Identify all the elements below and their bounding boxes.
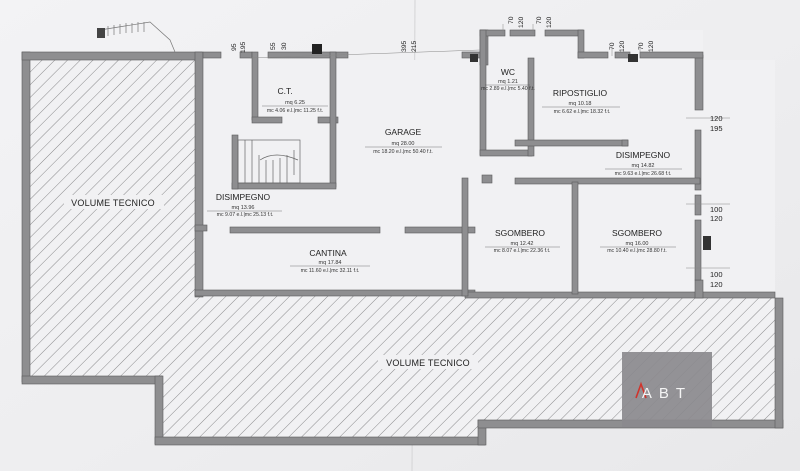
svg-text:195: 195 (240, 41, 247, 53)
svg-text:mc 2.89 e.l.|mc 5.40 f.t.: mc 2.89 e.l.|mc 5.40 f.t. (481, 86, 535, 92)
wall-fixture-right (628, 54, 638, 62)
room-ripostiglio: RIPOSTIGLIO mq 10.18 mc 6.62 e.l.|mc 18.… (542, 88, 620, 115)
svg-text:100: 100 (710, 205, 723, 214)
svg-text:mc 9.07 e.l.|mc 25.13 f.t.: mc 9.07 e.l.|mc 25.13 f.t. (217, 212, 274, 218)
svg-text:70: 70 (508, 16, 515, 24)
svg-text:120: 120 (710, 280, 723, 289)
svg-text:95: 95 (231, 43, 238, 51)
svg-text:mq 16.00: mq 16.00 (626, 241, 649, 247)
interior-staircase (237, 139, 301, 184)
volume-tecnico-bottom-label: VOLUME TECNICO (378, 355, 478, 369)
svg-text:120: 120 (546, 16, 553, 28)
svg-text:55: 55 (270, 42, 277, 50)
room-garage: GARAGE mq 28.00 mc 18.20 e.l.|mc 50.40 f… (365, 127, 442, 155)
chimney (312, 44, 322, 54)
room-ct: C.T. mq 6.25 mc 4.06 e.l.|mc 11.25 f.t. (262, 86, 328, 114)
logo-text: ABT (642, 385, 692, 402)
svg-text:mc 9.63 e.l.|mc 26.68 f.t.: mc 9.63 e.l.|mc 26.68 f.t. (615, 171, 672, 177)
svg-text:mq 28.00: mq 28.00 (392, 141, 415, 147)
svg-text:mq 12.42: mq 12.42 (511, 241, 534, 247)
room-sgombero-mid: SGOMBERO mq 12.42 mc 8.07 e.l.|mc 22.36 … (485, 228, 560, 254)
svg-text:120: 120 (619, 40, 626, 52)
svg-text:SGOMBERO: SGOMBERO (495, 228, 545, 238)
volume-tecnico-hatch (30, 60, 775, 440)
svg-text:mq 6.25: mq 6.25 (285, 100, 305, 106)
svg-text:mc 11.60 e.l.|mc 32.11 f.t.: mc 11.60 e.l.|mc 32.11 f.t. (301, 268, 360, 274)
walls (21, 29, 784, 446)
room-disimpegno-left: DISIMPEGNO mq 13.96 mc 9.07 e.l.|mc 25.1… (207, 192, 282, 218)
svg-text:GARAGE: GARAGE (385, 127, 422, 137)
svg-text:mq 10.18: mq 10.18 (569, 101, 592, 107)
svg-text:mq 13.96: mq 13.96 (232, 205, 255, 211)
svg-text:100: 100 (710, 270, 723, 279)
svg-text:120: 120 (710, 114, 723, 123)
svg-text:mc 10.40 e.l.|mc 28.80 f.t.: mc 10.40 e.l.|mc 28.80 f.t. (607, 248, 667, 254)
svg-text:VOLUME TECNICO: VOLUME TECNICO (386, 358, 470, 368)
svg-text:RIPOSTIGLIO: RIPOSTIGLIO (553, 88, 608, 98)
room-sgombero-right: SGOMBERO mq 16.00 mc 10.40 e.l.|mc 28.80… (600, 228, 676, 254)
svg-text:C.T.: C.T. (277, 86, 292, 96)
svg-text:120: 120 (518, 16, 525, 28)
dimension-lines (249, 24, 730, 269)
wall-fixture (703, 236, 711, 250)
svg-text:195: 195 (710, 124, 723, 133)
room-wc: WC mq 1.21 mc 2.89 e.l.|mc 5.40 f.t. (481, 67, 535, 92)
svg-text:30: 30 (281, 42, 288, 50)
exterior-staircase (99, 21, 176, 53)
svg-text:DISIMPEGNO: DISIMPEGNO (216, 192, 271, 202)
svg-text:mc 4.06 e.l.|mc 11.25 f.t.: mc 4.06 e.l.|mc 11.25 f.t. (267, 108, 323, 114)
wall-fixture-top (470, 54, 478, 62)
svg-text:mc 8.07 e.l.|mc 22.36 f.t.: mc 8.07 e.l.|mc 22.36 f.t. (494, 248, 551, 254)
abt-logo: ABT (622, 352, 712, 427)
svg-text:120: 120 (710, 214, 723, 223)
logo-accent-icon (635, 381, 647, 399)
svg-text:mq 14.82: mq 14.82 (632, 163, 655, 169)
svg-text:70: 70 (536, 16, 543, 24)
svg-text:mc 18.20 e.l.|mc 50.40 f.t.: mc 18.20 e.l.|mc 50.40 f.t. (373, 149, 433, 155)
room-cantina: CANTINA mq 17.84 mc 11.60 e.l.|mc 32.11 … (290, 248, 370, 274)
svg-text:WC: WC (501, 67, 515, 77)
svg-text:395: 395 (401, 40, 408, 52)
svg-text:VOLUME TECNICO: VOLUME TECNICO (71, 198, 155, 208)
svg-text:SGOMBERO: SGOMBERO (612, 228, 662, 238)
room-disimpegno-right: DISIMPEGNO mq 14.82 mc 9.63 e.l.|mc 26.6… (605, 150, 682, 177)
svg-text:CANTINA: CANTINA (309, 248, 347, 258)
svg-text:mq 1.21: mq 1.21 (498, 79, 518, 85)
svg-text:70: 70 (638, 42, 645, 50)
svg-text:70: 70 (609, 42, 616, 50)
svg-text:mq 17.84: mq 17.84 (319, 260, 342, 266)
svg-text:DISIMPEGNO: DISIMPEGNO (616, 150, 671, 160)
svg-text:215: 215 (411, 40, 418, 52)
logo-background (622, 352, 712, 427)
volume-tecnico-left-label: VOLUME TECNICO (64, 195, 164, 209)
dimension-labels: 95 195 55 30 395 215 70 120 70 120 70 12… (231, 16, 723, 289)
stair-post (97, 28, 105, 38)
svg-text:mc 6.62 e.l.|mc 18.32 f.t.: mc 6.62 e.l.|mc 18.32 f.t. (554, 109, 611, 115)
svg-text:120: 120 (648, 40, 655, 52)
